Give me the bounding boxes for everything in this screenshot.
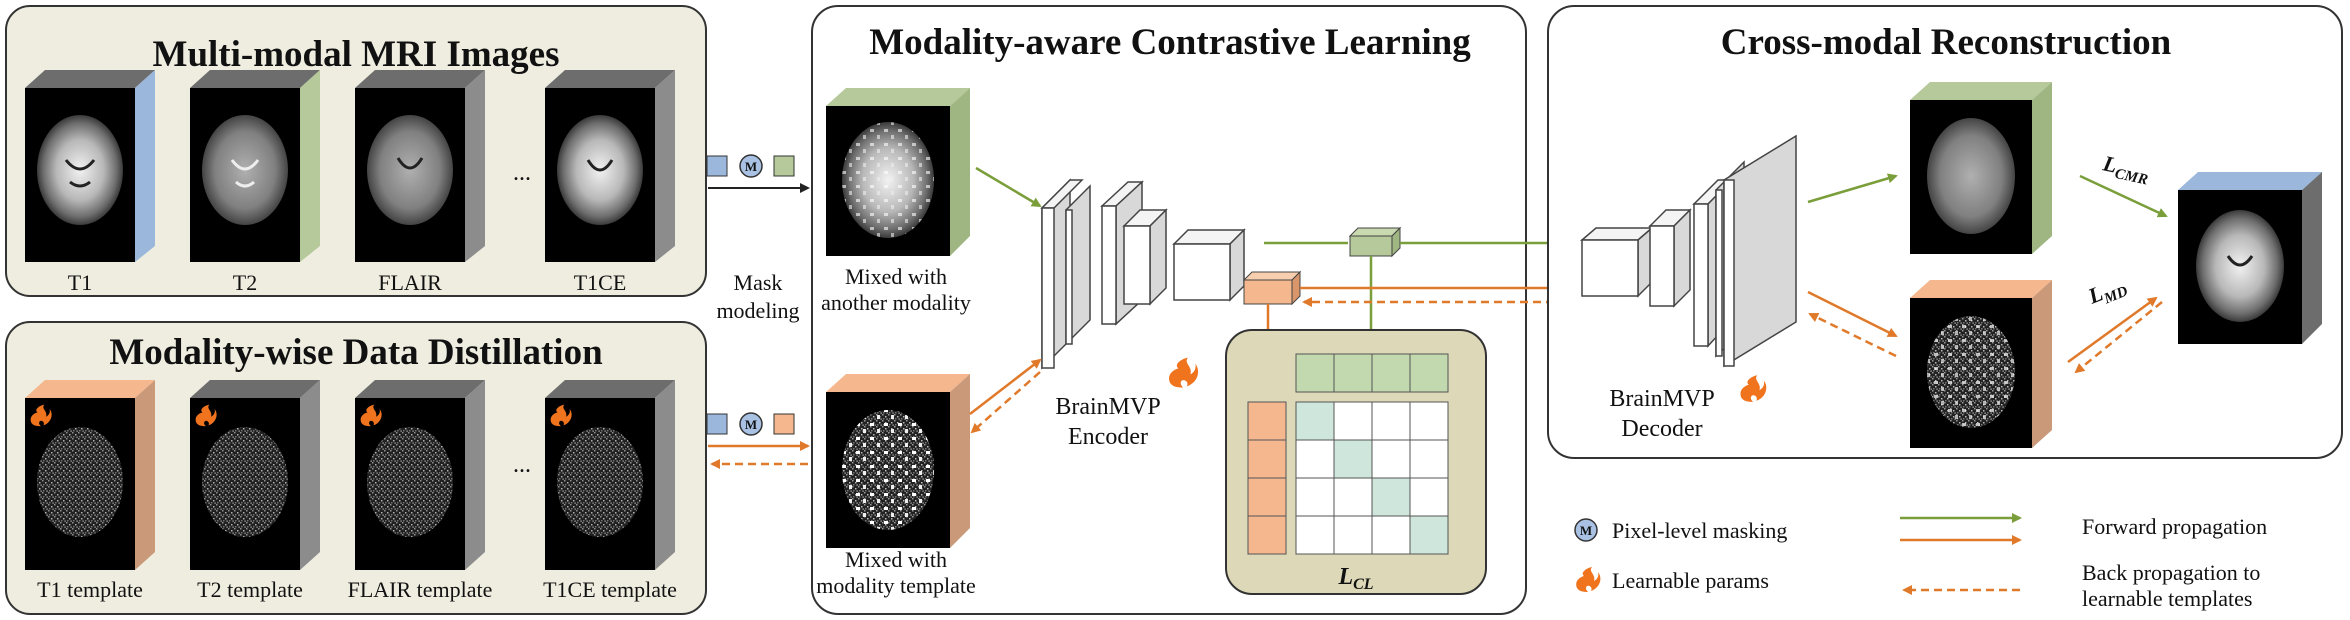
t2-template-cube [190, 380, 320, 570]
label-t1-template: T1 template [37, 577, 143, 602]
encoder-label-2: Encoder [1068, 424, 1148, 450]
mri-ellipsis: ... [513, 160, 531, 186]
backprop-template-to-decoder [1808, 312, 1897, 358]
label-t1ce: T1CE [574, 270, 627, 295]
legend-pixel-masking: Pixel-level masking [1612, 518, 1787, 543]
backprop-target-to-template [2074, 301, 2163, 374]
mri-panel-title: Multi-modal MRI Images [153, 34, 560, 75]
mask-label-line2: modeling [716, 298, 799, 323]
multi-modal-mri-panel: Multi-modal MRI Images ... [5, 5, 707, 297]
label-flair: FLAIR [378, 270, 442, 295]
label-t1: T1 [68, 270, 92, 295]
arrow-mixed-to-encoder [975, 166, 1042, 208]
orange-feature-token [1242, 270, 1302, 306]
mixed-template-cube [826, 374, 970, 548]
legend-back-line1: Back propagation to [2082, 560, 2260, 585]
flair-template-cube [355, 380, 485, 570]
mask-symbol-top: M [745, 159, 757, 174]
reconstructed-template-cube [1910, 280, 2052, 448]
decoder-label-1: BrainMVP [1609, 386, 1714, 412]
t1ce-image-cube [545, 70, 675, 262]
mask-modeling-bottom: M [706, 412, 810, 469]
arrow-template-to-encoder [969, 358, 1042, 415]
decoder-to-template-arrow [1807, 290, 1898, 338]
backprop-arrow-to-template [970, 371, 1041, 434]
mixed-template-label-2: modality template [816, 573, 975, 598]
learnable-params-flame-icon [1576, 567, 1601, 592]
encoder-label-1: BrainMVP [1055, 394, 1160, 420]
template-to-target-arrow [2067, 296, 2158, 364]
mask-legend-icon [1574, 518, 1598, 542]
mask-legend-symbol: M [1580, 523, 1592, 538]
flair-image-cube [355, 70, 485, 262]
legend: M Pixel-level masking Learnable params F… [1574, 513, 2267, 611]
legend-forward: Forward propagation [2082, 514, 2267, 539]
legend-back-line2: learnable templates [2082, 586, 2252, 611]
t1ce-template-cube [545, 380, 675, 570]
mask-label-line1: Mask [734, 270, 783, 295]
mixed-modality-label-2: another modality [821, 290, 971, 315]
contrastive-panel-title: Modality-aware Contrastive Learning [869, 22, 1471, 63]
mixed-template-label-1: Mixed with [845, 547, 947, 572]
template-ellipsis: ... [513, 452, 531, 478]
reconstruction-panel: Cross-modal Reconstruction BrainMVP Deco… [1547, 5, 2343, 459]
contrastive-loss-panel: LCL [1225, 329, 1487, 595]
reconstructed-modality-cube [1910, 82, 2052, 254]
mixed-modality-label-1: Mixed with [845, 264, 947, 289]
mask-symbol-bottom: M [745, 417, 757, 432]
brainmvp-decoder [1579, 134, 1797, 368]
brainmvp-encoder [1040, 178, 1246, 370]
t2-image-cube [190, 70, 320, 262]
reconstruction-panel-title: Cross-modal Reconstruction [1721, 22, 2172, 63]
mask-modeling-top: M [706, 154, 810, 193]
t1-image-cube [25, 70, 155, 262]
label-t2-template: T2 template [197, 577, 303, 602]
mixed-modality-cube [826, 88, 970, 256]
distillation-panel-title: Modality-wise Data Distillation [109, 332, 603, 373]
similarity-matrix [1247, 353, 1449, 555]
decoder-label-2: Decoder [1621, 416, 1702, 442]
contrastive-learning-panel: Modality-aware Contrastive Learning Mixe… [811, 5, 1582, 615]
loss-cl-label: LCL [1337, 564, 1373, 593]
label-flair-template: FLAIR template [348, 577, 493, 602]
loss-cmr-label: LCMR [2099, 150, 2152, 188]
green-feature-token [1348, 226, 1402, 258]
t1-template-cube [25, 380, 155, 570]
target-t1-cube [2178, 172, 2322, 344]
decoder-to-recon-arrow [1807, 173, 1898, 204]
data-distillation-panel: Modality-wise Data Distillation ... [5, 321, 707, 615]
legend-learnable-params: Learnable params [1612, 568, 1769, 593]
recon-to-target-arrow [2079, 174, 2168, 218]
label-t1ce-template: T1CE template [543, 577, 677, 602]
label-t2: T2 [233, 270, 257, 295]
